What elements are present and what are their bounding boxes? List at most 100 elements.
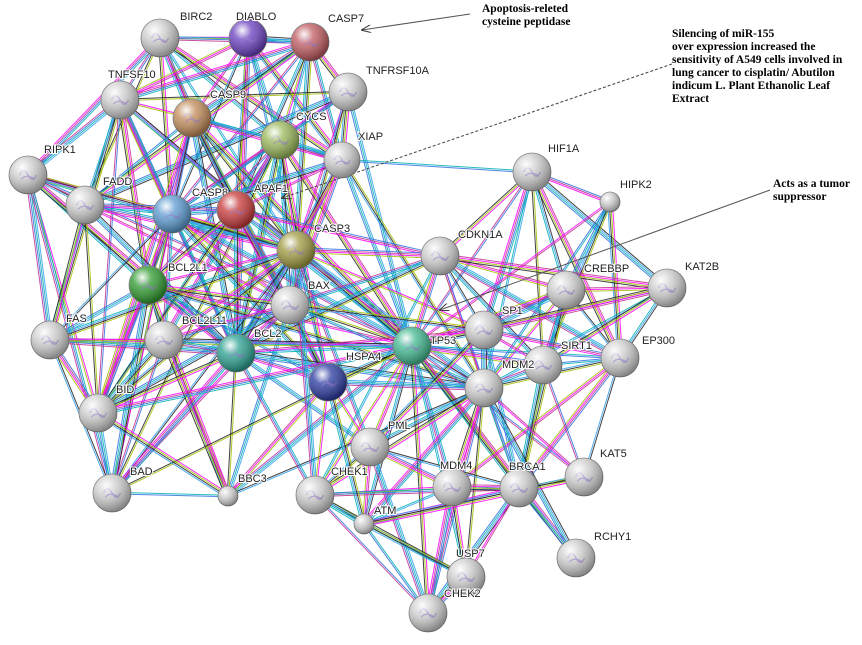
node-gloss [141,19,179,57]
edge-apaf1-cdkn1a [235,207,441,259]
node-casp3[interactable]: CASP3 [276,222,351,270]
node-atm[interactable]: ATM [353,504,397,535]
edge-strand [315,494,429,613]
edge-strand [485,172,535,331]
edge-tnfsf10-ripk1 [26,97,122,178]
edge-strand [370,330,485,448]
edge-strand [483,388,584,478]
edge-strand [163,339,413,347]
edge-mdm2-chek1 [313,386,486,497]
node-diablo[interactable]: DIABLO [228,10,278,58]
node-gloss [465,369,503,407]
node-fadd[interactable]: FADD [65,175,133,225]
edge-strand [327,383,484,391]
node-rchy1[interactable]: RCHY1 [556,530,632,578]
node-crebbp[interactable]: CREBBP [546,262,630,310]
edge-strand [311,41,345,160]
edge-strand [278,140,412,347]
node-casp8[interactable]: CASP8 [152,186,229,234]
node-fas[interactable]: FAS [30,312,88,360]
node-birc2[interactable]: BIRC2 [140,10,213,58]
node-ep300[interactable]: EP300 [600,334,676,378]
node-gloss [354,514,374,534]
node-mdm2[interactable]: MDM2 [464,358,535,408]
edge-strand [326,382,364,525]
node-usp7[interactable]: USP7 [446,547,486,597]
edge-strand [110,249,296,493]
edge-strand [315,493,468,577]
edge-strand [98,346,413,415]
node-bad[interactable]: BAD [92,465,154,513]
edge-strand [361,345,411,524]
edge-strand [97,303,290,413]
node-gloss [465,311,503,349]
edge-strand [29,174,53,340]
node-brca1[interactable]: BRCA1 [499,460,547,508]
node-tnfsf10[interactable]: TNFSF10 [100,68,157,120]
node-casp7[interactable]: CASP7 [290,12,365,62]
node-chek1[interactable]: CHEK1 [295,465,369,515]
edge-strand [227,381,329,497]
edge-strand [543,364,586,477]
edge-strand [342,158,533,172]
node-bbc3[interactable]: BBC3 [217,472,268,507]
edge-strand [117,100,147,286]
edge-strand [160,36,343,160]
node-hipk2[interactable]: HIPK2 [599,178,653,213]
edge-strand [452,358,622,489]
edge-strand [425,486,518,612]
node-tp53[interactable]: TP53 [392,326,457,366]
node-bcl2[interactable]: BCL2 [216,327,283,373]
edge-casp7-tnfsf10 [119,39,311,103]
edge-strand [50,338,237,353]
edge-strand [484,387,585,477]
edge-strand [412,344,621,358]
edge-ripk1-fas [25,174,53,341]
silencing-pointer [282,63,673,198]
edge-strand [96,117,192,413]
node-mdm4[interactable]: MDM4 [432,459,473,507]
node-label: KAT2B [685,261,719,273]
node-bcl2l11[interactable]: BCL2L11 [144,314,228,360]
node-pml[interactable]: PML [350,419,412,467]
node-hif1a[interactable]: HIF1A [512,142,581,192]
node-gloss [500,469,538,507]
node-kat5[interactable]: KAT5 [564,447,628,497]
edge-strand [98,354,237,415]
edge-strand [412,202,611,348]
node-bcl2l1[interactable]: BCL2L1 [128,261,209,305]
edge-strand [49,213,172,340]
edge-strand [25,35,159,174]
edge-strand [228,353,238,497]
edge-strand [161,340,227,498]
node-casp9[interactable]: CASP9 [172,88,247,138]
node-xiap[interactable]: XIAP [323,130,384,179]
edge-strand [47,204,84,340]
edge-strand [171,157,342,213]
node-tnfrsf10a[interactable]: TNFRSF10A [328,64,431,112]
edge-fadd-bid [83,204,100,414]
node-chek2[interactable]: CHEK2 [408,587,482,633]
node-ripk1[interactable]: RIPK1 [8,143,77,195]
edge-cdkn1a-bcl2 [234,253,442,356]
node-sirt1[interactable]: SIRT1 [523,339,593,385]
node-sp1[interactable]: SP1 [464,304,524,350]
node-bid[interactable]: BID [78,383,135,433]
edge-strand [516,356,619,487]
tumor-pointer [440,189,771,310]
node-cdkn1a[interactable]: CDKN1A [420,228,504,276]
node-gloss [217,191,255,229]
node-cycs[interactable]: CYCS [260,110,328,160]
node-gloss [31,321,69,359]
node-bax[interactable]: BAX [270,279,332,325]
edge-strand [98,305,291,415]
edge-strand [227,304,291,497]
edge-hspa4-mdm2 [327,379,485,391]
annotation-silencing-line: sensitivity of A549 cells involved in [672,54,843,66]
node-hspa4[interactable]: HSPA4 [308,350,382,402]
node-kat2b[interactable]: KAT2B [647,260,720,308]
node-apaf1[interactable]: APAF1 [216,182,289,230]
edge-strand [439,256,620,360]
edge-strand [370,445,520,488]
